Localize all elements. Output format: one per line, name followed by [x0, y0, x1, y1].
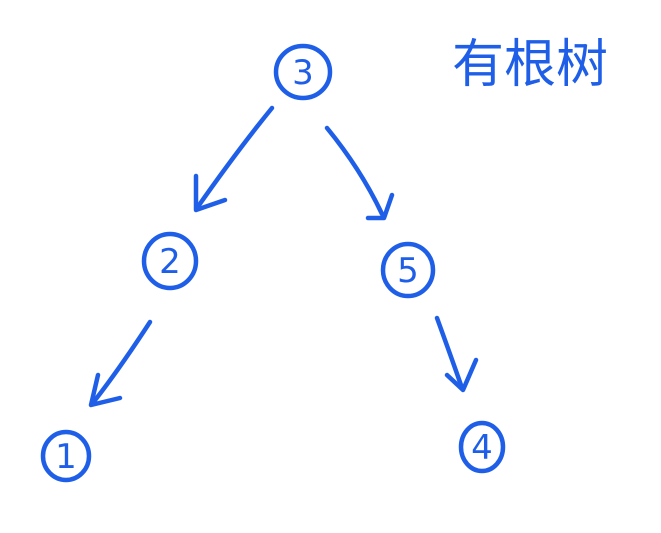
node-5-label: 5 — [397, 251, 419, 291]
edge-5-to-4-line — [434, 315, 465, 391]
node-1: 1 — [40, 429, 92, 483]
edges — [88, 105, 479, 408]
edge-2-to-1-arrowhead — [88, 372, 123, 408]
node-1-circle — [40, 429, 92, 483]
node-4-label: 4 — [471, 428, 493, 468]
edge-3-to-5-arrowhead — [365, 192, 395, 221]
edge-3-to-2-arrowhead — [193, 173, 228, 213]
node-5-circle — [380, 241, 436, 299]
nodes: 3 2 5 1 4 — [40, 43, 506, 483]
node-3: 3 — [273, 43, 333, 101]
node-3-circle — [273, 43, 333, 101]
node-3-label: 3 — [292, 53, 314, 93]
node-4: 4 — [458, 420, 506, 474]
edge-2-to-1 — [88, 319, 153, 408]
diagram-title: 有根树 — [452, 35, 608, 95]
node-4-circle — [458, 420, 506, 474]
edge-3-to-2-line — [194, 105, 275, 211]
node-2: 2 — [141, 231, 199, 291]
edge-5-to-4 — [434, 315, 479, 393]
edge-5-to-4-arrowhead — [444, 357, 479, 393]
edge-2-to-1-line — [89, 319, 153, 407]
edge-3-to-5-line — [324, 125, 385, 217]
node-2-circle — [141, 231, 199, 291]
node-5: 5 — [380, 241, 436, 299]
edge-3-to-2 — [193, 105, 275, 213]
node-1-label: 1 — [55, 437, 77, 477]
node-2-label: 2 — [159, 242, 181, 282]
edge-3-to-5 — [324, 125, 395, 221]
